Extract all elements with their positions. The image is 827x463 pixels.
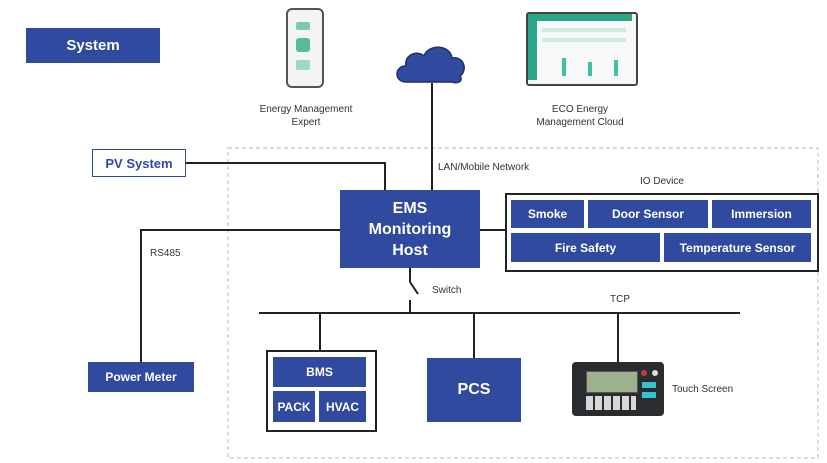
switch-label: Switch bbox=[432, 285, 462, 296]
ems-monitoring-host: EMS Monitoring Host bbox=[340, 190, 480, 268]
tcp-label: TCP bbox=[610, 294, 630, 305]
io-temperature-sensor: Temperature Sensor bbox=[664, 233, 811, 262]
rs485-label: RS485 bbox=[150, 248, 181, 259]
pcs-box: PCS bbox=[427, 358, 521, 422]
cloud-icon bbox=[396, 46, 465, 84]
io-device-label: IO Device bbox=[640, 176, 684, 187]
pack-box: PACK bbox=[273, 391, 315, 422]
hvac-box: HVAC bbox=[319, 391, 366, 422]
touch-screen-device bbox=[572, 362, 664, 416]
bms-group: BMS PACK HVAC bbox=[266, 350, 377, 432]
touch-screen-label: Touch Screen bbox=[672, 384, 734, 395]
app-label: Energy Management Expert bbox=[259, 104, 353, 128]
system-title: System bbox=[26, 28, 160, 63]
io-door-sensor: Door Sensor bbox=[588, 200, 708, 228]
pv-system-box: PV System bbox=[92, 149, 186, 177]
io-smoke: Smoke bbox=[511, 200, 584, 228]
bms-box: BMS bbox=[273, 357, 366, 387]
power-meter-box: Power Meter bbox=[88, 362, 194, 392]
cloud-label: ECO Energy Management Cloud bbox=[536, 104, 624, 128]
phone-app-image bbox=[286, 8, 324, 88]
io-immersion: Immersion bbox=[712, 200, 811, 228]
cloud-dashboard-image bbox=[526, 12, 638, 86]
io-device-group: Smoke Door Sensor Immersion Fire Safety … bbox=[505, 193, 819, 272]
io-fire-safety: Fire Safety bbox=[511, 233, 660, 262]
network-label: LAN/Mobile Network bbox=[438, 162, 530, 173]
